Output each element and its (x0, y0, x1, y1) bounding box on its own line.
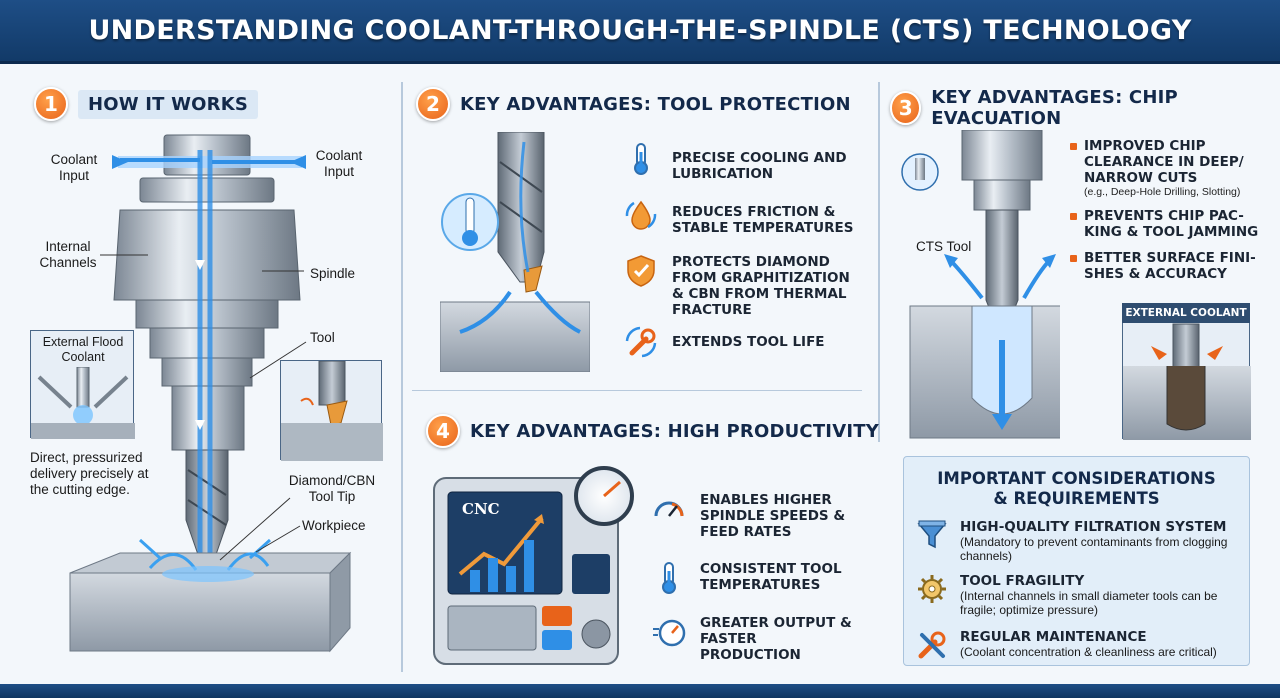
adv-tool-text-3: EXTENDS TOOL LIFE (672, 334, 825, 350)
consideration-item-0: HIGH-QUALITY FILTRATION SYSTEM (Mandator… (916, 519, 1242, 563)
adv-tool-item-3: EXTENDS TOOL LIFE (624, 325, 864, 359)
adv-prod-text-1: CONSISTENT TOOL TEMPERATURES (700, 561, 842, 593)
thermometer-icon (634, 143, 648, 175)
adv-prod-text-0: ENABLES HIGHER SPINDLE SPEEDS & FEED RAT… (700, 492, 846, 540)
section1-header: 1 HOW IT WORKS (34, 87, 259, 121)
label-spindle: Spindle (310, 266, 356, 281)
workpiece-block (69, 572, 331, 652)
divider-1 (401, 82, 403, 672)
divider-2 (878, 82, 880, 442)
external-flood-inset: External Flood Coolant (30, 330, 135, 439)
adv-tool-text-0: PRECISE COOLING AND LUBRICATION (672, 150, 847, 182)
adv-prod-item-2: GREATER OUTPUT & FASTER PRODUCTION (652, 615, 862, 663)
section2-header: 2 KEY ADVANTAGES: TOOL PROTECTION (416, 87, 851, 121)
tool-protection-illustration (440, 132, 590, 372)
chip-evacuation-illustration (901, 130, 1060, 439)
adv-tool-item-2: PROTECTS DIAMOND FROM GRAPHITIZATION & C… (624, 254, 864, 318)
adv-tool-item-1: REDUCES FRICTION & STABLE TEMPERATURES (624, 198, 864, 236)
shield-check-icon (627, 255, 655, 287)
chip-bullet-text-1: PREVENTS CHIP PAC-KING & TOOL JAMMING (1084, 208, 1259, 240)
section4-title: KEY ADVANTAGES: HIGH PRODUCTIVITY (470, 420, 879, 442)
cnc-screen-label: CNC (462, 500, 500, 518)
consideration-title-2: REGULAR MAINTENANCE (960, 629, 1147, 645)
divider-3 (412, 390, 862, 391)
cnc-machine-illustration (433, 466, 634, 665)
adv-tool-text-2: PROTECTS DIAMOND FROM GRAPHITIZATION & C… (672, 254, 850, 318)
spindle-neck (161, 357, 253, 387)
section2-title: KEY ADVANTAGES: TOOL PROTECTION (460, 93, 851, 115)
external-coolant-inset (1122, 303, 1251, 440)
tools-icon (918, 631, 946, 659)
drill-shank (185, 449, 229, 567)
arrow-in-left (112, 155, 128, 169)
section3-number: 3 (890, 91, 922, 125)
adv-prod-item-0: ENABLES HIGHER SPINDLE SPEEDS & FEED RAT… (652, 492, 862, 540)
label-tool: Tool (310, 330, 335, 345)
speed-gauge-icon (654, 501, 684, 517)
spindle-top-cap (163, 134, 251, 176)
adv-prod-item-1: CONSISTENT TOOL TEMPERATURES (652, 561, 862, 595)
section4-header: 4 KEY ADVANTAGES: HIGH PRODUCTIVITY (426, 414, 879, 448)
label-workpiece: Workpiece (302, 518, 366, 533)
thermometer-icon (662, 562, 676, 594)
spindle-collar-mid (135, 299, 279, 329)
label-external-coolant: EXTERNAL COOLANT (1122, 303, 1250, 323)
section3-header: 3 KEY ADVANTAGES: CHIP EVACUATION (890, 87, 1280, 129)
label-coolant-input-right: Coolant Input (315, 148, 363, 179)
coolant-splash (138, 538, 272, 571)
adv-prod-text-2: GREATER OUTPUT & FASTER PRODUCTION (700, 615, 852, 663)
filter-funnel-icon (917, 520, 947, 549)
label-cts-tool: CTS Tool (916, 239, 972, 254)
chip-bullet-2: BETTER SURFACE FINI-SHES & ACCURACY (1068, 250, 1268, 282)
label-external-flood: External Flood Coolant (42, 335, 124, 364)
consideration-sub-0: (Mandatory to prevent contaminants from … (960, 535, 1228, 563)
spindle-body (113, 209, 301, 301)
bottom-bar (0, 684, 1280, 698)
consideration-item-1: TOOL FRAGILITY (Internal channels in sma… (916, 573, 1242, 617)
chip-bullets: IMPROVED CHIP CLEARANCE IN DEEP/ NARROW … (1068, 138, 1268, 292)
consideration-sub-1: (Internal channels in small diameter too… (960, 589, 1218, 617)
title-banner: UNDERSTANDING COOLANT-THROUGH-THE-SPINDL… (0, 0, 1280, 64)
drop-cycle-icon (625, 200, 657, 230)
spindle-collar-upper (139, 177, 275, 203)
consideration-sub-2: (Coolant concentration & cleanliness are… (960, 645, 1217, 659)
label-tool-tip: Diamond/CBN Tool Tip (288, 473, 376, 504)
chip-bullet-0: IMPROVED CHIP CLEARANCE IN DEEP/ NARROW … (1068, 138, 1268, 198)
consideration-title-1: TOOL FRAGILITY (960, 573, 1085, 589)
considerations-title: IMPORTANT CONSIDERATIONS & REQUIREMENTS (937, 469, 1216, 508)
section3-title: KEY ADVANTAGES: CHIP EVACUATION (931, 87, 1178, 129)
adv-tool-text-1: REDUCES FRICTION & STABLE TEMPERATURES (672, 204, 854, 236)
label-internal-channels: Internal Channels (39, 239, 97, 270)
consideration-title-0: HIGH-QUALITY FILTRATION SYSTEM (960, 519, 1227, 535)
wrench-cycle-icon (625, 326, 657, 358)
section4-number: 4 (426, 414, 460, 448)
fast-gauge-icon (653, 619, 686, 647)
considerations-box: IMPORTANT CONSIDERATIONS & REQUIREMENTS … (903, 456, 1250, 666)
chip-bullet-sub-0: (e.g., Deep-Hole Drilling, Slotting) (1084, 186, 1241, 198)
spindle-collar-low (149, 327, 265, 359)
tool-tip-inset (280, 360, 383, 461)
adv-tool-item-0: PRECISE COOLING AND LUBRICATION (624, 142, 864, 182)
spindle-diagram (69, 134, 352, 653)
chip-bullet-1: PREVENTS CHIP PAC-KING & TOOL JAMMING (1068, 208, 1268, 240)
label-direct-delivery: Direct, pressurized delivery precisely a… (30, 450, 149, 497)
arrow-in-right (290, 155, 306, 169)
gear-fragile-icon (918, 575, 946, 603)
chip-bullet-text-2: BETTER SURFACE FINI-SHES & ACCURACY (1084, 250, 1256, 282)
consideration-item-2: REGULAR MAINTENANCE (Coolant concentrati… (916, 629, 1242, 661)
drill-flute (187, 469, 227, 526)
chip-bullet-text-0: IMPROVED CHIP CLEARANCE IN DEEP/ NARROW … (1084, 138, 1244, 186)
section1-title: HOW IT WORKS (78, 89, 259, 119)
section2-number: 2 (416, 87, 450, 121)
label-coolant-input-left: Coolant Input (50, 152, 98, 183)
page-title: UNDERSTANDING COOLANT-THROUGH-THE-SPINDL… (88, 15, 1192, 46)
section1-number: 1 (34, 87, 68, 121)
